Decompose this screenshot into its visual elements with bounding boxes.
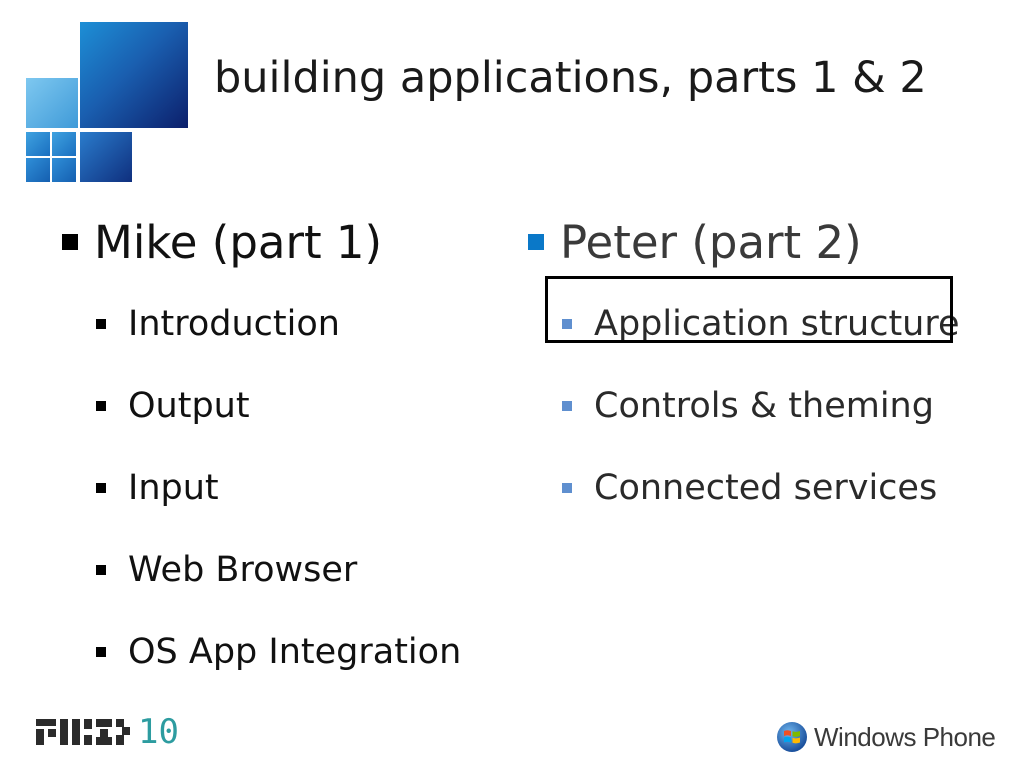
- windows-phone-text: Windows Phone: [814, 721, 996, 752]
- square-bullet-icon: [562, 401, 572, 411]
- square-bullet-icon: [96, 647, 106, 657]
- square-bullet-icon: [562, 483, 572, 493]
- header-tiles-logo: [24, 22, 188, 186]
- square-bullet-icon: [96, 565, 106, 575]
- list-item: Input: [62, 458, 502, 518]
- list-item: OS App Integration: [62, 622, 502, 682]
- right-heading-row: Peter (part 2): [528, 212, 988, 272]
- right-heading: Peter (part 2): [560, 215, 862, 269]
- mix-logo-number: 10: [138, 712, 179, 752]
- slide-title: building applications, parts 1 & 2: [214, 53, 927, 103]
- list-item: Controls & theming: [528, 376, 988, 436]
- list-item: Web Browser: [62, 540, 502, 600]
- tile-small: [26, 158, 50, 182]
- list-item: Application structure: [528, 294, 988, 354]
- left-column: Mike (part 1) Introduction Output Input …: [62, 212, 502, 682]
- list-item-label: Introduction: [128, 304, 340, 344]
- mix-logo-icon: [36, 719, 130, 745]
- list-item-label: Connected services: [594, 468, 938, 508]
- list-item-label: OS App Integration: [128, 632, 462, 672]
- left-heading: Mike (part 1): [94, 215, 383, 269]
- mix10-logo: 10: [36, 712, 179, 752]
- list-item: Connected services: [528, 458, 988, 518]
- square-bullet-icon: [62, 234, 78, 250]
- square-bullet-icon: [96, 483, 106, 493]
- windows-flag-icon: [777, 722, 807, 752]
- tile-small: [52, 158, 76, 182]
- list-item-label: Web Browser: [128, 550, 358, 590]
- list-item-label: Output: [128, 386, 250, 426]
- list-item-label: Input: [128, 468, 219, 508]
- left-heading-row: Mike (part 1): [62, 212, 502, 272]
- tile-small: [52, 132, 76, 156]
- square-bullet-icon: [528, 234, 544, 250]
- tile-large: [80, 22, 188, 128]
- list-item-label: Controls & theming: [594, 386, 934, 426]
- square-bullet-icon: [562, 319, 572, 329]
- tile-small: [26, 132, 50, 156]
- square-bullet-icon: [96, 319, 106, 329]
- tile-bottom: [80, 132, 132, 182]
- list-item: Output: [62, 376, 502, 436]
- windows-phone-logo: Windows Phone: [776, 717, 996, 757]
- tile-medium: [26, 78, 78, 128]
- highlight-box: [545, 276, 953, 343]
- list-item-label: Application structure: [594, 304, 960, 344]
- list-item: Introduction: [62, 294, 502, 354]
- square-bullet-icon: [96, 401, 106, 411]
- right-column: Peter (part 2) Application structure Con…: [528, 212, 988, 518]
